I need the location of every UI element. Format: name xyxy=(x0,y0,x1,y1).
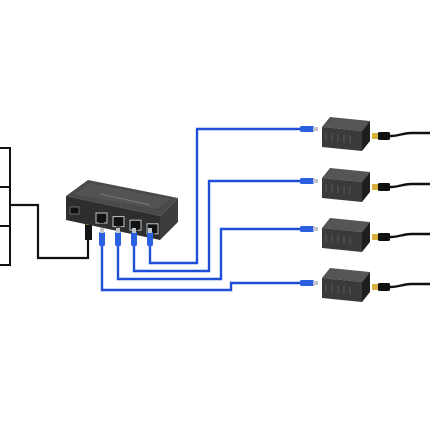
rj45-connector-icon xyxy=(115,228,121,246)
rj45-connector-icon xyxy=(300,226,318,232)
network-cable-4 xyxy=(100,246,300,292)
network-cables xyxy=(99,126,318,292)
hdmi-input-port xyxy=(69,206,80,215)
hdmi-output-cable xyxy=(389,131,430,138)
hdmi-output-cable xyxy=(389,182,430,189)
network-cable-2 xyxy=(132,179,300,273)
rj45-connector-icon xyxy=(300,280,318,286)
rj45-connector-icon xyxy=(300,178,318,184)
video-source-panel xyxy=(0,147,11,266)
network-cable-1 xyxy=(148,127,300,265)
rj45-ports xyxy=(95,212,159,235)
hdmi-connector-icon xyxy=(372,284,378,290)
receivers xyxy=(322,117,430,302)
hdmi-output-cable xyxy=(389,282,430,289)
receiver-4 xyxy=(322,268,430,302)
receiver-3 xyxy=(322,218,430,252)
hdmi-connector-icon xyxy=(372,234,378,240)
hdmi-connector-icon xyxy=(372,133,378,139)
network-cable-3 xyxy=(116,227,300,281)
receiver-2 xyxy=(322,168,430,202)
rj45-connector-icon xyxy=(147,228,153,246)
rj45-connector-icon xyxy=(300,126,318,132)
rj45-connector-icon xyxy=(131,228,137,246)
hdmi-connector-icon xyxy=(372,184,378,190)
hdmi-output-cable xyxy=(389,232,430,239)
hdmi-connector-icon xyxy=(85,224,92,240)
hdmi-splitter-transmitter xyxy=(66,180,178,240)
rj45-connector-icon xyxy=(99,228,105,246)
receiver-1 xyxy=(322,117,430,151)
